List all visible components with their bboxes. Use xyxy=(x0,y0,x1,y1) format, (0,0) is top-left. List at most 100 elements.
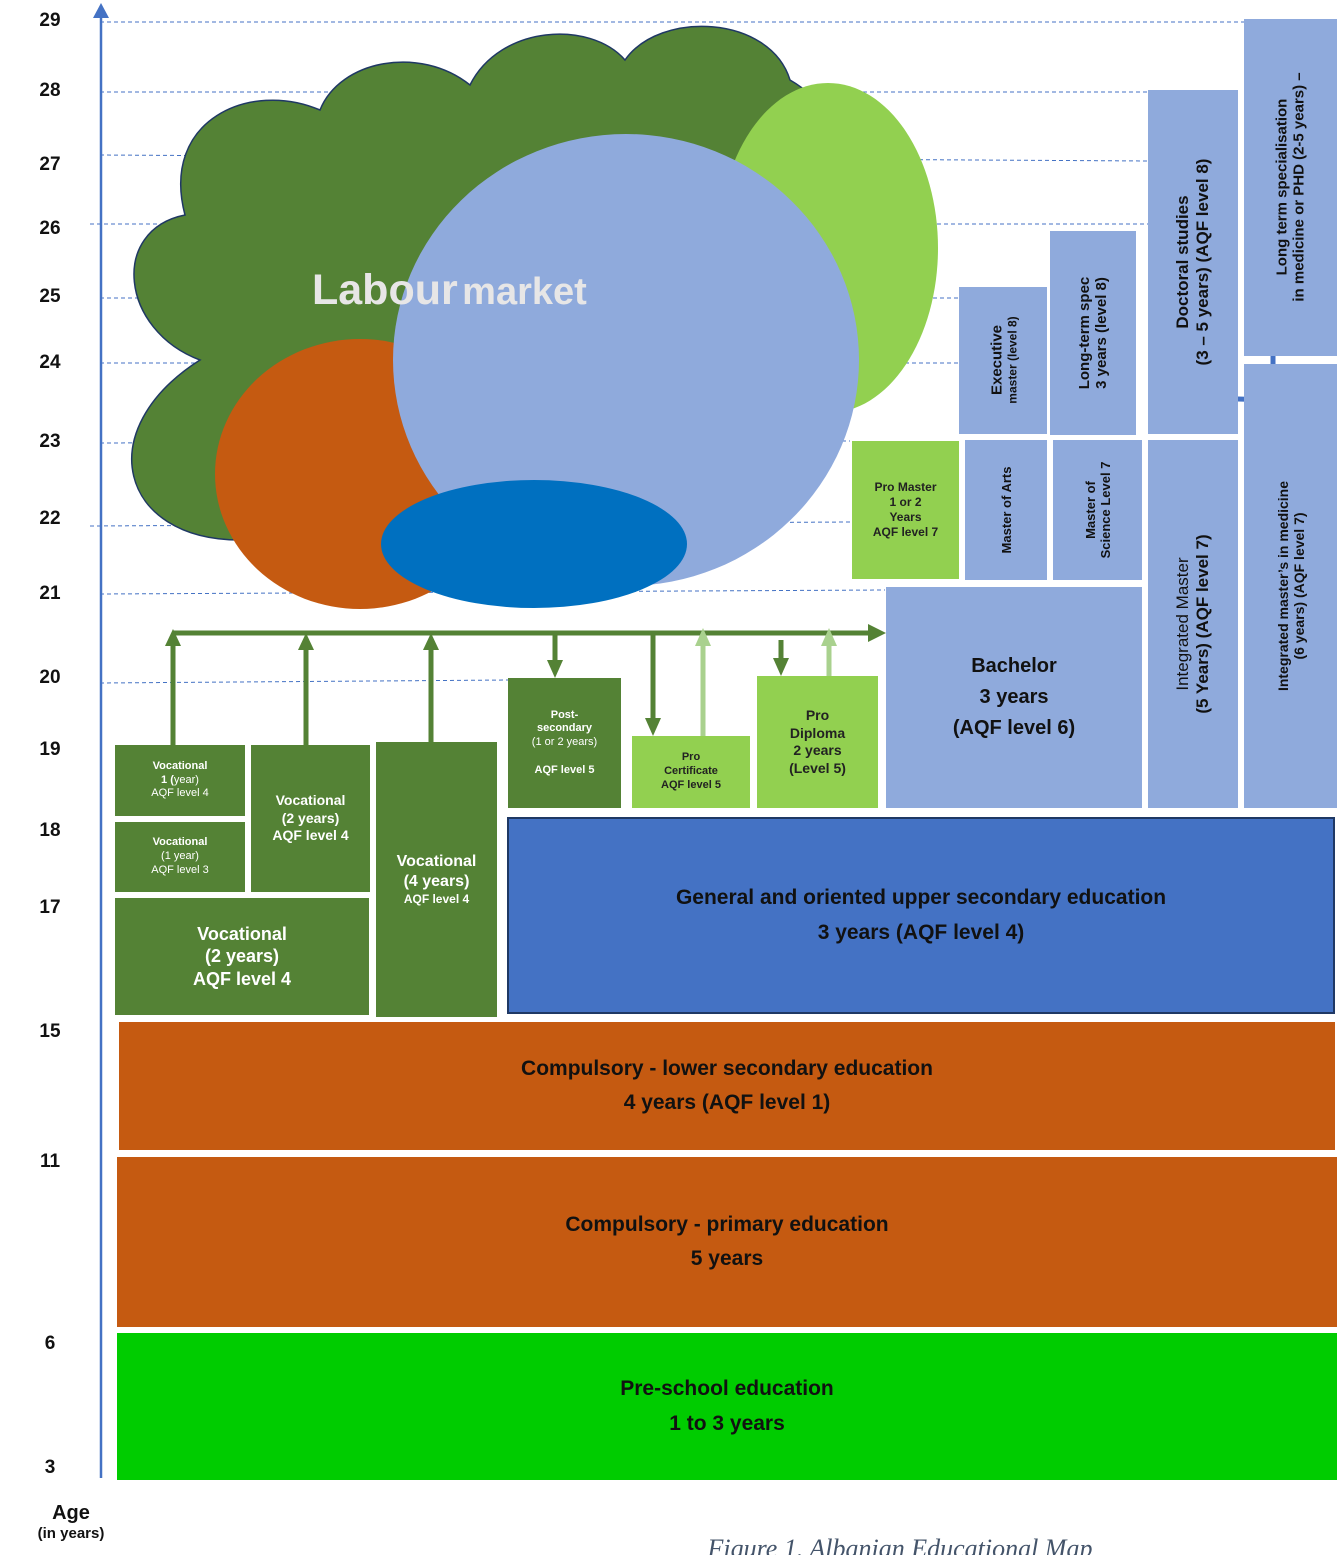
age-label-15: 15 xyxy=(39,1021,61,1042)
voc-1y-l4-duration: 1 (year) xyxy=(161,774,199,788)
lower-secondary-duration: 4 years (AQF level 1) xyxy=(623,1091,831,1114)
pro-master-title: Pro Master xyxy=(874,480,937,494)
voc-1y-l4-dur-a: 1 ( xyxy=(161,773,174,786)
age-label-25: 25 xyxy=(39,286,61,307)
pale-blue-ellipse xyxy=(393,134,859,586)
lower-secondary-title: Compulsory - lower secondary education xyxy=(521,1056,933,1080)
post-secondary-title-1: Post- xyxy=(550,708,579,721)
pro-diploma-duration: 2 years xyxy=(793,742,842,758)
age-label-3: 3 xyxy=(44,1457,56,1478)
master-science-block: Master of Science Level 7 xyxy=(1053,440,1142,580)
doctoral-block: Doctoral studies (3 – 5 years) (AQF leve… xyxy=(1148,90,1238,434)
pro-master-block: Pro Master 1 or 2 Years AQF level 7 xyxy=(852,441,959,579)
axis-title-unit: (in years) xyxy=(37,1525,105,1542)
longterm-medicine-text: Long term specialisation in medicine or … xyxy=(1271,19,1311,356)
voc-2y-base-level: AQF level 4 xyxy=(192,968,292,989)
age-label-27: 27 xyxy=(39,154,61,175)
voc-1y-l3-title: Vocational xyxy=(152,836,208,849)
longterm-spec-text: Long-term spec 3 years (level 8) xyxy=(1073,231,1113,435)
pathway-arrows xyxy=(165,624,886,745)
pro-certificate-title-1: Pro xyxy=(681,751,701,764)
voc-4y-title: Vocational xyxy=(396,853,477,870)
preschool-title: Pre-school education xyxy=(620,1377,834,1401)
integrated-master-text: Integrated Master (5 Years) (AQF level 7… xyxy=(1173,440,1213,808)
light-green-arrows xyxy=(695,628,837,736)
master-arts-text: Master of Arts xyxy=(995,440,1017,580)
longterm-medicine-detail: in medicine or PHD (2-5 years) – xyxy=(1290,72,1308,302)
pro-master-level: AQF level 7 xyxy=(872,525,939,539)
upper-secondary-duration: 3 years (AQF level 4) xyxy=(817,920,1025,944)
post-secondary-duration: (1 or 2 years) xyxy=(531,736,598,748)
voc-1y-l3-level: AQF level 3 xyxy=(151,863,209,876)
bachelor-title: Bachelor xyxy=(971,655,1057,677)
vocational-2y-l4-block: Vocational (2 years) AQF level 4 xyxy=(251,745,370,892)
longterm-medicine-title: Long term specialisation xyxy=(1273,98,1291,276)
integrated-master-block: Integrated Master (5 Years) (AQF level 7… xyxy=(1148,440,1238,808)
age-label-24: 24 xyxy=(39,352,61,373)
longterm-medicine-block: Long term specialisation in medicine or … xyxy=(1244,19,1337,356)
age-label-19: 19 xyxy=(39,739,61,760)
age-label-6: 6 xyxy=(44,1333,56,1354)
voc-2y-base-duration: (2 years) xyxy=(204,946,280,967)
age-label-11: 11 xyxy=(39,1151,61,1172)
pro-diploma-title-2: Diploma xyxy=(789,724,846,741)
master-arts-title: Master of Arts xyxy=(998,466,1014,554)
preschool-block: Pre-school education 1 to 3 years xyxy=(117,1333,1337,1480)
longterm-spec-title: Long-term spec xyxy=(1076,276,1093,390)
post-secondary-title-2: secondary xyxy=(536,722,593,735)
executive-master-title: Executive xyxy=(988,324,1005,396)
longterm-spec-block: Long-term spec 3 years (level 8) xyxy=(1050,231,1136,435)
vocational-2y-base-block: Vocational (2 years) AQF level 4 xyxy=(115,898,369,1015)
master-arts-block: Master of Arts xyxy=(965,440,1047,580)
executive-master-level: master (level 8) xyxy=(1005,316,1019,404)
post-secondary-block: Post- secondary (1 or 2 years) AQF level… xyxy=(508,678,621,808)
voc-2y-l4-duration: (2 years) xyxy=(281,809,340,826)
preschool-duration: 1 to 3 years xyxy=(669,1411,785,1435)
age-label-18: 18 xyxy=(39,820,61,841)
axis-title-age: Age xyxy=(52,1502,90,1524)
vocational-1y-l4-block: Vocational 1 (year) AQF level 4 xyxy=(115,745,245,816)
master-science-text: Master of Science Level 7 xyxy=(1078,440,1118,580)
integrated-medicine-block: Integrated master’s in medicine (6 years… xyxy=(1244,364,1337,808)
age-label-17: 17 xyxy=(39,897,61,918)
executive-master-block: Executive master (level 8) xyxy=(959,287,1047,434)
axis-title: Age (in years) xyxy=(30,1502,112,1542)
lower-secondary-block: Compulsory - lower secondary education 4… xyxy=(119,1022,1335,1150)
pro-master-duration-2: Years xyxy=(889,510,922,524)
primary-duration: 5 years xyxy=(690,1247,764,1270)
integrated-medicine-title: Integrated master’s in medicine xyxy=(1275,480,1291,692)
pro-diploma-title-1: Pro xyxy=(805,707,830,723)
bachelor-duration: 3 years xyxy=(979,686,1049,708)
voc-2y-l4-title: Vocational xyxy=(275,792,346,809)
post-secondary-level: AQF level 5 xyxy=(534,763,595,776)
primary-title: Compulsory - primary education xyxy=(565,1212,889,1236)
pro-certificate-block: Pro Certificate AQF level 5 xyxy=(632,736,750,808)
integrated-master-level: (5 Years) (AQF level 7) xyxy=(1193,534,1212,714)
voc-4y-duration: (4 years) xyxy=(403,873,470,890)
pro-certificate-title-2: Certificate xyxy=(664,765,718,778)
pro-diploma-level: (Level 5) xyxy=(789,759,846,776)
voc-1y-l4-title: Vocational xyxy=(152,759,208,772)
longterm-spec-duration: 3 years (level 8) xyxy=(1093,277,1110,389)
age-label-26: 26 xyxy=(39,218,61,239)
axis-arrowhead xyxy=(93,3,109,18)
vocational-4y-block: Vocational (4 years) AQF level 4 xyxy=(376,742,497,1017)
market-word: market xyxy=(462,271,587,313)
voc-2y-l4-level: AQF level 4 xyxy=(272,827,349,844)
pro-diploma-block: Pro Diploma 2 years (Level 5) xyxy=(757,676,878,808)
voc-1y-l4-level: AQF level 4 xyxy=(151,787,209,800)
deep-blue-ellipse xyxy=(381,480,687,608)
voc-4y-level: AQF level 4 xyxy=(403,892,470,906)
age-label-29: 29 xyxy=(39,10,61,31)
labour-word: Labour xyxy=(312,266,458,314)
age-label-23: 23 xyxy=(39,431,61,452)
vocational-1y-l3-block: Vocational (1 year) AQF level 3 xyxy=(115,822,245,892)
voc-2y-base-title: Vocational xyxy=(197,923,287,944)
voc-1y-l4-dur-b: year) xyxy=(173,773,199,786)
doctoral-text: Doctoral studies (3 – 5 years) (AQF leve… xyxy=(1173,90,1213,434)
master-science-title-1: Master of xyxy=(1083,481,1098,539)
doctoral-level: (3 – 5 years) (AQF level 8) xyxy=(1193,158,1212,366)
integrated-medicine-level: (6 years) (AQF level 7) xyxy=(1291,512,1307,660)
